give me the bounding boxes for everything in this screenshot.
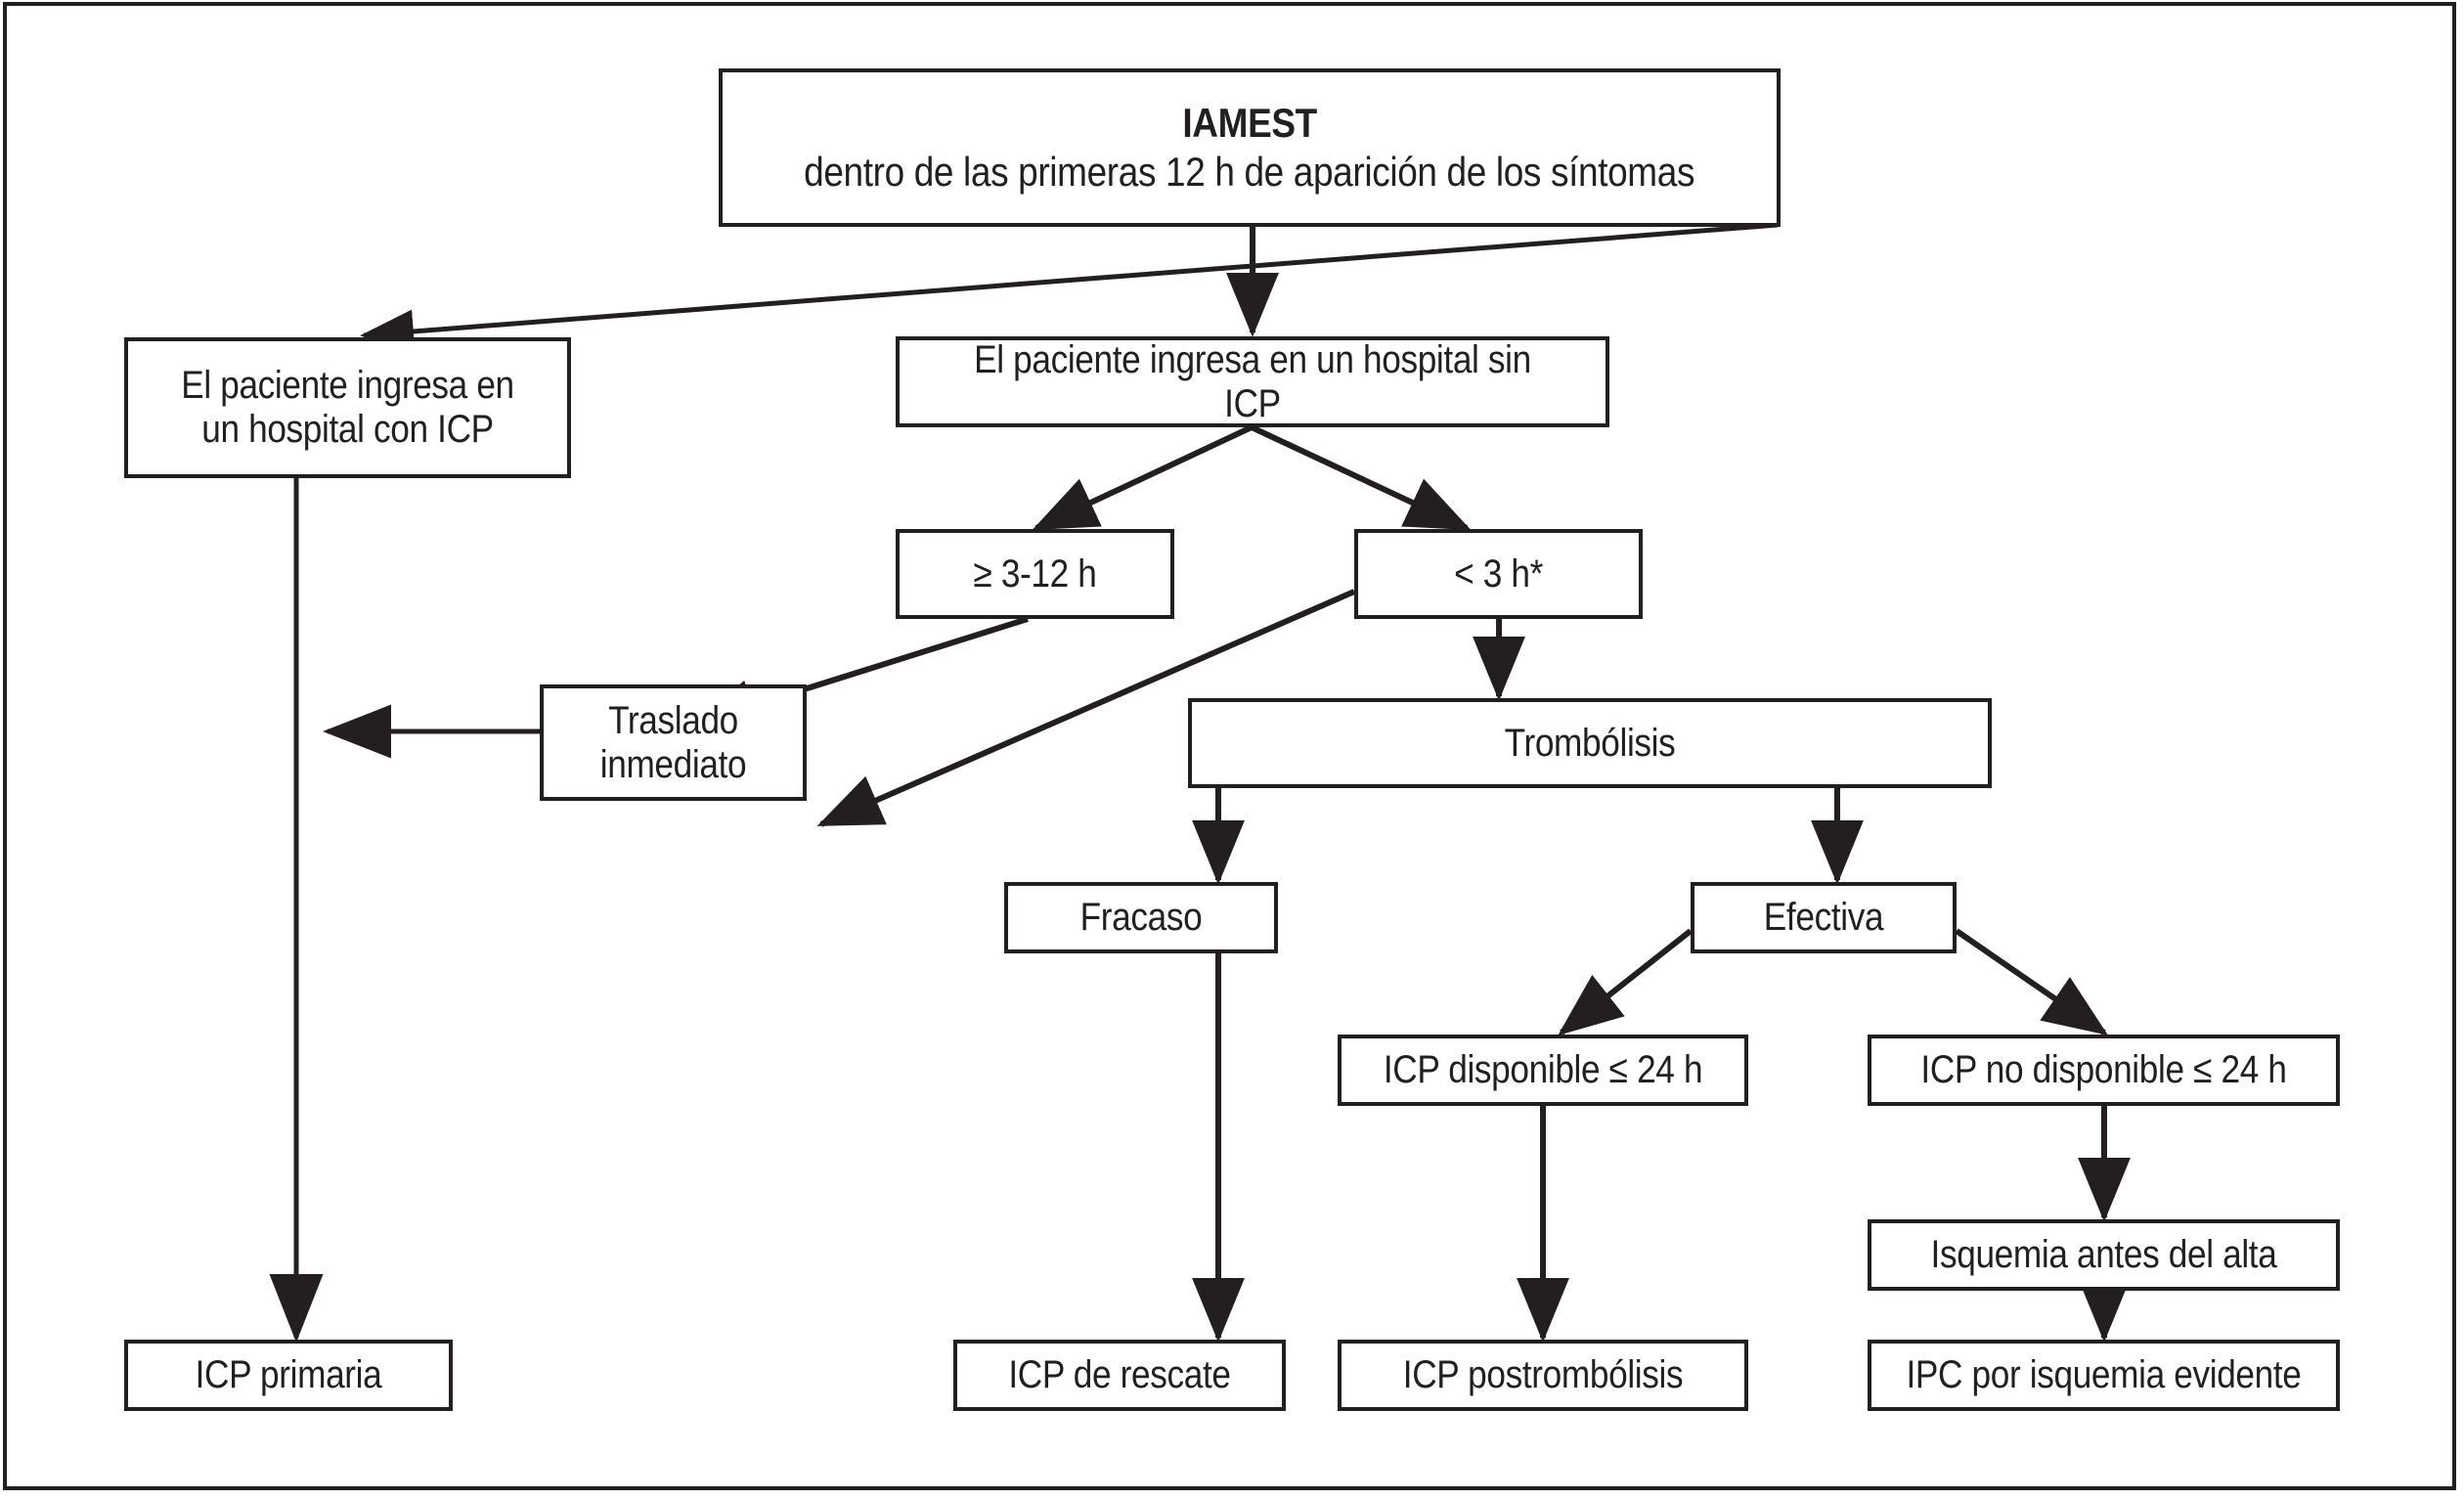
node-icp-disponible-24h-label: ICP disponible ≤ 24 h — [1383, 1048, 1703, 1092]
node-fracaso-label: Fracaso — [1079, 896, 1203, 940]
node-icp-primaria-label: ICP primaria — [195, 1353, 382, 1397]
node-efectiva: Efectiva — [1691, 882, 1957, 953]
node-ventana-3-12h: ≥ 3-12 h — [896, 529, 1174, 619]
node-trombolisis-label: Trombólisis — [1504, 721, 1676, 765]
node-iamest: IAMEST dentro de las primeras 12 h de ap… — [719, 68, 1781, 227]
node-icp-no-disponible-24h-label: ICP no disponible ≤ 24 h — [1920, 1048, 2287, 1092]
node-ventana-menor-3h: < 3 h* — [1354, 529, 1643, 619]
node-icp-postrombolisis: ICP postrombólisis — [1338, 1340, 1748, 1411]
node-icp-no-disponible-24h: ICP no disponible ≤ 24 h — [1868, 1035, 2340, 1106]
node-ipc-por-isquemia-evidente-label: IPC por isquemia evidente — [1906, 1353, 2302, 1397]
node-traslado-inmediato: Traslado inmediato — [540, 684, 807, 801]
node-iamest-line2: dentro de las primeras 12 h de aparición… — [804, 149, 1695, 195]
node-ventana-menor-3h-label: < 3 h* — [1454, 551, 1543, 595]
node-ipc-por-isquemia-evidente: IPC por isquemia evidente — [1868, 1340, 2340, 1411]
node-icp-disponible-24h: ICP disponible ≤ 24 h — [1338, 1035, 1748, 1106]
node-icp-de-rescate-label: ICP de rescate — [1008, 1353, 1231, 1397]
node-hospital-con-icp-label: El paciente ingresa en un hospital con I… — [181, 364, 514, 451]
node-icp-primaria: ICP primaria — [124, 1340, 453, 1411]
node-icp-postrombolisis-label: ICP postrombólisis — [1402, 1353, 1684, 1397]
node-traslado-inmediato-label: Traslado inmediato — [599, 698, 747, 786]
node-trombolisis: Trombólisis — [1188, 698, 1992, 788]
node-icp-de-rescate: ICP de rescate — [953, 1340, 1286, 1411]
node-ventana-3-12h-label: ≥ 3-12 h — [973, 551, 1097, 595]
node-isquemia-antes-del-alta-label: Isquemia antes del alta — [1930, 1233, 2277, 1277]
node-efectiva-label: Efectiva — [1763, 896, 1884, 940]
node-hospital-sin-icp-label: El paciente ingresa en un hospital sin I… — [974, 337, 1531, 425]
node-iamest-line1: IAMEST — [1182, 100, 1317, 147]
node-isquemia-antes-del-alta: Isquemia antes del alta — [1868, 1219, 2340, 1291]
node-fracaso: Fracaso — [1004, 882, 1278, 953]
node-hospital-sin-icp: El paciente ingresa en un hospital sin I… — [896, 336, 1609, 427]
node-hospital-con-icp: El paciente ingresa en un hospital con I… — [124, 337, 571, 478]
